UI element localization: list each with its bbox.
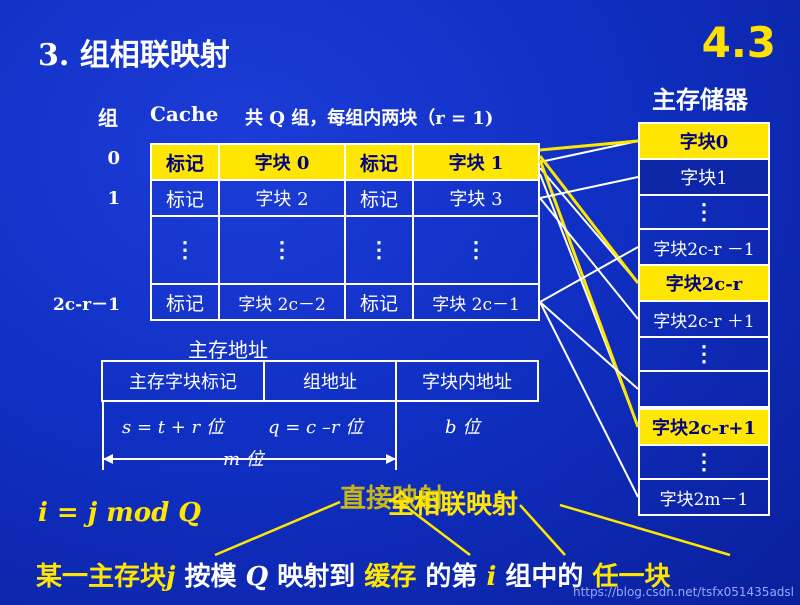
callout-line	[519, 504, 566, 556]
address-field-group: 组地址	[263, 360, 397, 402]
summary-var-q: Q	[245, 562, 269, 592]
callout-line	[559, 503, 731, 557]
total-bits: m 位	[223, 449, 264, 470]
summary-part: 缓存	[364, 562, 417, 592]
page-title: 3. 组相联映射	[38, 38, 230, 73]
cache-label: Cache	[150, 102, 219, 126]
address-field-offset: 字块内地址	[395, 360, 539, 402]
callout-line	[399, 501, 471, 556]
summary-var-j: j	[166, 562, 176, 592]
memory-block: 字块1	[638, 158, 770, 196]
row-label-0: 0	[107, 148, 120, 169]
address-title: 主存地址	[188, 338, 268, 362]
offset-bits: b 位	[445, 417, 481, 438]
arrow-right-icon	[386, 454, 396, 464]
map-line-highlight	[538, 155, 640, 284]
callout-line	[214, 500, 341, 557]
memory-block: 字块2c-r+1	[638, 408, 770, 446]
fully-associative-label: 全相联映射	[388, 490, 519, 520]
row-label-last: 2c-r－1	[52, 295, 120, 315]
group-column-header: 组	[98, 106, 118, 130]
map-line-highlight	[539, 139, 639, 152]
map-line-highlight	[538, 159, 640, 428]
summary-part: 按模	[175, 562, 246, 592]
map-line	[539, 140, 639, 163]
main-memory-title: 主存储器	[652, 85, 748, 114]
direct-mapping-label: 直接映射	[340, 484, 445, 514]
tag-bits: s = t + r 位	[122, 417, 224, 438]
summary-var-i: i	[486, 562, 497, 592]
map-line	[539, 197, 639, 320]
cache-block-cell: 字块 2c－1	[412, 283, 540, 321]
cache-tag-cell: 标记	[344, 143, 414, 181]
map-line	[539, 301, 639, 498]
summary-part: 的第	[416, 562, 487, 592]
section-number: 4.3	[701, 18, 776, 67]
cache-description: 共 Q 组，每组内两块（r = 1)	[245, 108, 494, 129]
map-line	[539, 301, 639, 390]
watermark: https://blog.csdn.net/tsfx051435adsl	[572, 585, 794, 599]
summary-sentence: 某一主存块j 按模 Q 映射到 缓存 的第 i 组中的 任一块	[36, 556, 670, 593]
summary-part: 任一块	[592, 562, 671, 592]
map-line	[539, 176, 639, 199]
memory-block-empty	[638, 370, 770, 408]
address-field-tag: 主存字块标记	[101, 360, 265, 402]
group-bits: q = c –r 位	[268, 417, 364, 438]
summary-part: 组中的	[496, 562, 593, 592]
arrow-left-icon	[103, 454, 113, 464]
memory-block: 字块2m－1	[638, 478, 770, 516]
cache-block-cell: 字块 0	[218, 143, 346, 181]
row-label-1: 1	[107, 188, 120, 209]
summary-part: 某一主存块	[36, 562, 167, 592]
map-line	[539, 246, 639, 303]
mapping-formula: i = j mod Q	[38, 498, 201, 528]
summary-part: 映射到	[268, 562, 365, 592]
